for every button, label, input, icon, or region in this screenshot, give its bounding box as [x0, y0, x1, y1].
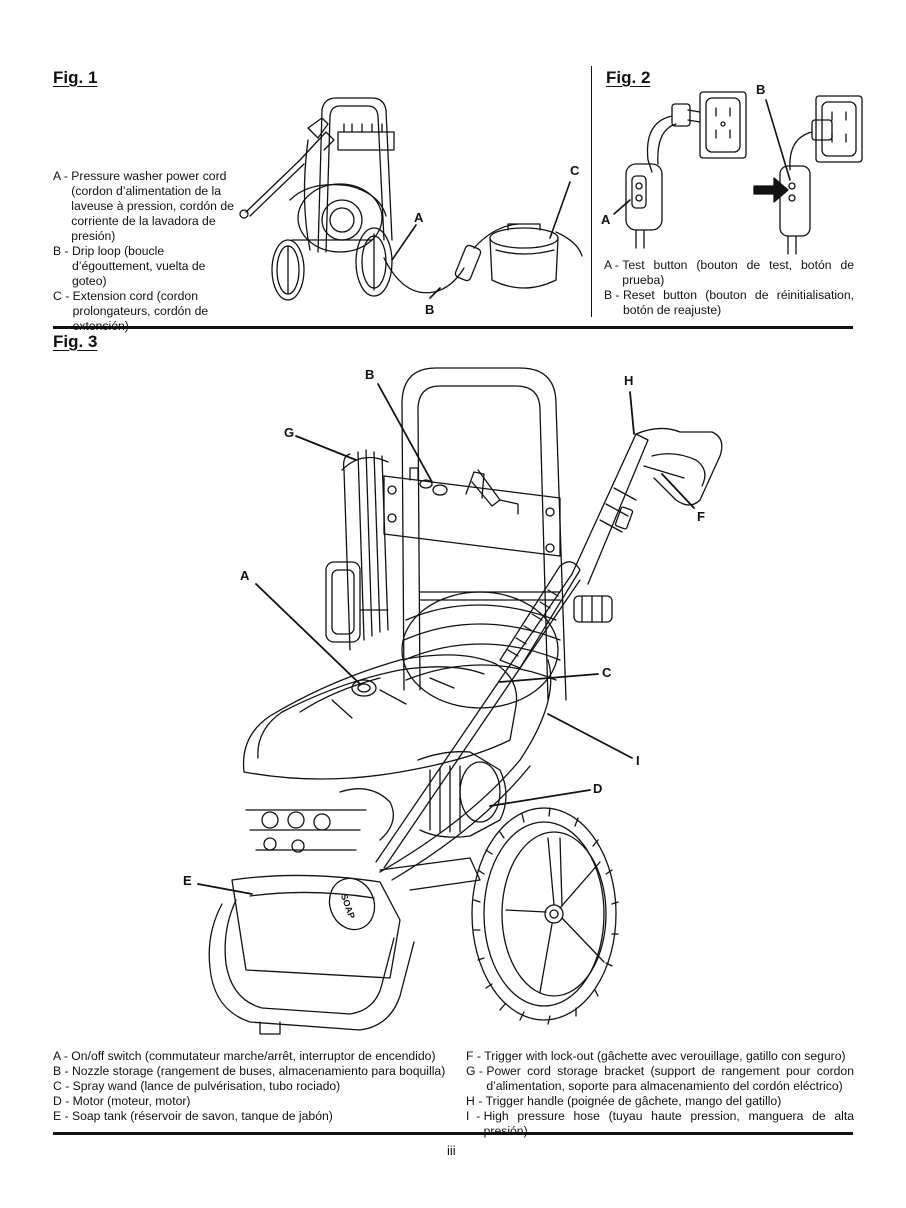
- fig2-title: Fig. 2: [606, 68, 651, 87]
- fig3-legend-left: A - On/off switch (commutateur marche/ar…: [53, 1049, 458, 1124]
- fig1-callout-a: A: [414, 210, 424, 225]
- fig1-callout-c: C: [570, 163, 580, 178]
- fig3-legend-item: B - Nozzle storage (rangement de buses, …: [53, 1064, 446, 1078]
- fig3-callout-c: C: [602, 665, 612, 680]
- fig3-illustration: SOAP: [197, 367, 723, 1035]
- fig1-legend-item: C - Extension cord (cordon prolongateurs…: [53, 289, 209, 333]
- fig3-legend-item: C - Spray wand (lance de pulvérisation, …: [53, 1079, 341, 1093]
- fig2-callout-b: B: [756, 82, 766, 97]
- fig3-legend-right: F - Trigger with lock-out (gâchette avec…: [466, 1049, 854, 1139]
- fig3-legend-item: A - On/off switch (commutateur marche/ar…: [53, 1049, 436, 1063]
- fig3-legend-item: H - Trigger handle (poignée de gâchete, …: [466, 1094, 782, 1108]
- fig3-callout-g: G: [284, 425, 295, 440]
- fig3-callout-f: F: [697, 509, 705, 524]
- fig3-legend-item: F - Trigger with lock-out (gâchette avec…: [466, 1049, 846, 1063]
- fig3-callout-i: I: [636, 753, 640, 768]
- section-divider-top: [53, 326, 853, 329]
- fig2-legend: A - Test button (bouton de test, botón d…: [604, 258, 854, 318]
- fig1-illustration: [239, 97, 583, 301]
- section-divider-bottom: [53, 1132, 853, 1135]
- fig3-callout-a: A: [240, 568, 250, 583]
- fig3-callout-h: H: [624, 373, 634, 388]
- fig3-title: Fig. 3: [53, 332, 98, 351]
- fig1-legend-item: B - Drip loop (boucle d’égouttement, vue…: [53, 244, 206, 288]
- fig2-legend-item: A - Test button (bouton de test, botón d…: [604, 258, 854, 287]
- fig3-callout-b: B: [365, 367, 375, 382]
- fig1-legend-item: A - Pressure washer power cord (cordon d…: [53, 169, 234, 243]
- soap-label: SOAP: [339, 893, 357, 920]
- fig3-legend-item: G - Power cord storage bracket (support …: [466, 1064, 854, 1093]
- fig2-callout-a: A: [601, 212, 611, 227]
- fig1-legend: A - Pressure washer power cord (cordon d…: [53, 169, 241, 334]
- fig3-legend-item: I - High pressure hose (tuyau haute pres…: [466, 1109, 854, 1138]
- fig2-illustration: [613, 91, 863, 255]
- fig3-legend-item: E - Soap tank (réservoir de savon, tanqu…: [53, 1109, 333, 1123]
- page-number: iii: [447, 1143, 456, 1158]
- fig3-callout-d: D: [593, 781, 603, 796]
- fig1-title: Fig. 1: [53, 68, 98, 87]
- fig-divider-vertical: [591, 66, 592, 317]
- fig2-legend-item: B - Reset button (bouton de réinitialisa…: [604, 288, 854, 317]
- fig1-callout-b: B: [425, 302, 435, 317]
- fig3-legend-item: D - Motor (moteur, motor): [53, 1094, 191, 1108]
- fig3-callout-e: E: [183, 873, 192, 888]
